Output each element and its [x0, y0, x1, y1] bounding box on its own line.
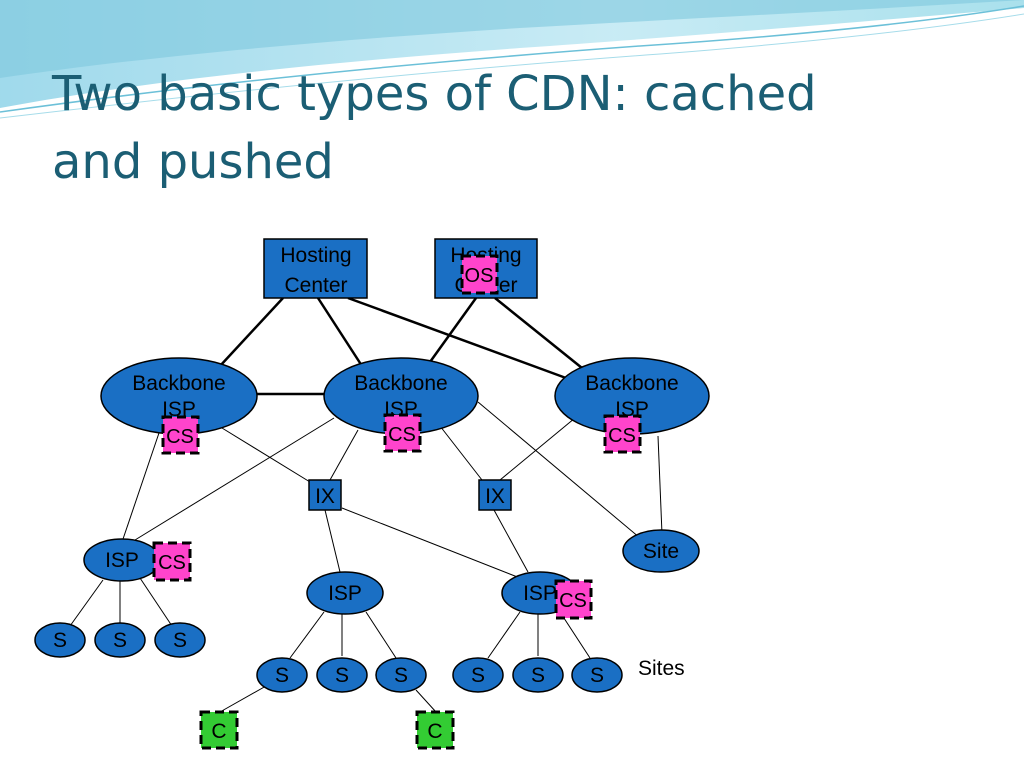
link — [494, 297, 583, 369]
cache-server: CS — [152, 541, 192, 582]
slide-title: Two basic types of CDN: cached and pushe… — [52, 60, 952, 196]
header-wave-decoration — [0, 0, 1024, 119]
backbone-isp-1: Backbone ISP — [100, 357, 258, 435]
link — [316, 297, 364, 367]
link — [439, 425, 483, 481]
cache-server: CS — [603, 414, 642, 454]
hosting-center-1: Hosting Center — [263, 238, 368, 299]
link — [121, 429, 161, 543]
link — [428, 297, 478, 363]
isp-label: ISP — [523, 582, 557, 605]
s-label: S — [590, 664, 604, 687]
title-line-1: Two basic types of CDN: cached — [52, 66, 817, 122]
s-label: S — [173, 629, 187, 652]
link — [329, 429, 359, 481]
ix-label: IX — [485, 485, 505, 508]
cache-server: CS — [161, 415, 200, 455]
cache-server-label: CS — [608, 425, 636, 447]
sites-caption: Sites — [638, 657, 685, 680]
s-node: S — [375, 657, 427, 693]
s-node: S — [316, 657, 368, 693]
link — [139, 577, 173, 627]
s-node: S — [256, 657, 308, 693]
cache-server-label: CS — [158, 552, 186, 574]
link — [559, 611, 591, 659]
isp-node-left: ISP — [83, 538, 161, 582]
s-label: S — [53, 629, 67, 652]
site-label: Site — [643, 540, 679, 563]
link — [415, 689, 437, 713]
link — [487, 611, 521, 659]
backbone-label-line1: Backbone — [354, 372, 447, 395]
cache-server: CS — [383, 413, 422, 453]
cache-server-label: CS — [559, 590, 587, 612]
client-box: C — [415, 710, 455, 750]
link — [221, 427, 311, 483]
title-line-2: and pushed — [52, 134, 334, 190]
isp-node-center: ISP — [306, 571, 384, 615]
backbone-label-line1: Backbone — [132, 372, 225, 395]
s-label: S — [275, 664, 289, 687]
link — [219, 297, 284, 367]
backbone-label-line2: ISP — [162, 398, 196, 421]
s-node: S — [571, 657, 623, 693]
link — [219, 685, 267, 713]
cache-server: CS — [554, 579, 593, 620]
link — [499, 417, 576, 481]
s-node: S — [512, 657, 564, 693]
link — [134, 417, 335, 541]
ix-label: IX — [315, 485, 335, 508]
origin-server-label: OS — [465, 265, 494, 287]
s-node: S — [452, 657, 504, 693]
link — [657, 435, 663, 535]
client-box: C — [199, 710, 239, 750]
link — [477, 401, 641, 539]
ix-box-1: IX — [308, 479, 342, 511]
link — [324, 509, 341, 573]
client-label: C — [427, 720, 442, 743]
link — [347, 296, 567, 380]
site-node: Site — [622, 529, 700, 573]
s-label: S — [531, 664, 545, 687]
s-label: S — [394, 664, 408, 687]
link — [365, 611, 397, 659]
backbone-links — [219, 296, 583, 396]
cache-server-label: CS — [166, 426, 194, 448]
s-node: S — [154, 622, 206, 658]
s-node: S — [34, 622, 86, 658]
s-label: S — [113, 629, 127, 652]
link — [493, 509, 529, 573]
s-node: S — [94, 622, 146, 658]
link — [289, 611, 325, 659]
isp-label: ISP — [105, 549, 139, 572]
backbone-label-line1: Backbone — [585, 372, 678, 395]
access-links — [69, 401, 663, 713]
hosting-center-label-line1: Hosting — [280, 244, 351, 267]
client-label: C — [211, 720, 226, 743]
hosting-center-label-line2: Center — [284, 274, 347, 297]
ix-box-2: IX — [478, 479, 512, 511]
s-label: S — [335, 664, 349, 687]
link — [341, 507, 521, 579]
origin-server-box: OS — [460, 254, 499, 295]
s-label: S — [471, 664, 485, 687]
link — [69, 579, 104, 627]
isp-label: ISP — [328, 582, 362, 605]
cache-server-label: CS — [388, 424, 416, 446]
